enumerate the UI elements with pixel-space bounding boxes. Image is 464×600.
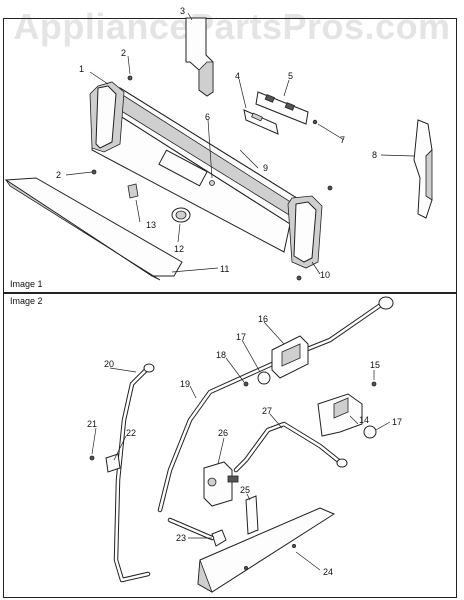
part-17-nut-upper: [257, 371, 271, 385]
callout-16: 16: [258, 314, 268, 324]
part-24-rail: [197, 507, 336, 593]
callout-26: 26: [218, 428, 228, 438]
part-20-tube: [113, 363, 155, 583]
callout-9: 9: [263, 163, 268, 173]
callout-8: 8: [372, 150, 377, 160]
part-9-backguard: [91, 87, 309, 253]
part-5-switch-panel: [255, 91, 309, 125]
part-12-grommet: [171, 207, 191, 223]
callout-25: 25: [240, 485, 250, 495]
callout-14: 14: [359, 415, 369, 425]
gas-tube-manifold: [157, 296, 394, 513]
callout-11: 11: [220, 264, 229, 274]
callout-15: 15: [370, 360, 380, 370]
callout-18: 18: [216, 350, 226, 360]
part-2-screw-lower: [91, 169, 97, 175]
part-13-clip: [127, 183, 139, 199]
part-22-clip: [105, 453, 121, 473]
part-8-bracket: [413, 119, 433, 219]
part-11-trim: [4, 177, 183, 281]
callout-24: 24: [323, 567, 333, 577]
part-15-screw: [371, 381, 377, 387]
panel-image-1-label: Image 1: [10, 279, 43, 289]
callout-13: 13: [146, 220, 156, 230]
callout-2-lower: 2: [56, 170, 61, 180]
callout-2-upper: 2: [121, 48, 126, 58]
part-25-bracket: [245, 495, 259, 535]
callout-7: 7: [340, 135, 345, 145]
callout-10: 10: [320, 270, 330, 280]
callout-12: 12: [174, 244, 184, 254]
callout-17-upper: 17: [236, 332, 246, 342]
part-14-bracket: [317, 393, 363, 437]
part-3-bracket: [185, 17, 214, 97]
part-23-fitting: [167, 517, 227, 547]
part-1-left-endcap: [89, 81, 125, 153]
part-2-screw-upper: [127, 75, 133, 81]
callout-22: 22: [126, 428, 136, 438]
screw-right: [327, 185, 333, 191]
panel-image-2-label: Image 2: [10, 296, 43, 306]
callout-17-lower: 17: [392, 417, 402, 427]
panel-image-2-frame: [3, 293, 457, 598]
part-27-tube: [233, 421, 348, 473]
part-16-bracket: [271, 335, 309, 379]
part-18-screw: [243, 381, 249, 387]
part-10-right-endcap: [287, 195, 323, 281]
watermark-text: AppliancePartsPros.com: [13, 6, 451, 47]
callout-27: 27: [262, 406, 272, 416]
callout-3: 3: [180, 6, 185, 16]
callout-21: 21: [87, 419, 97, 429]
callout-4: 4: [235, 71, 240, 81]
callout-23: 23: [176, 533, 186, 543]
callout-5: 5: [288, 71, 293, 81]
part-4-plate: [243, 109, 279, 135]
callout-20: 20: [104, 359, 114, 369]
part-21-screw: [89, 455, 95, 461]
callout-1: 1: [79, 64, 84, 74]
part-26-valve: [203, 461, 239, 507]
part-7-screw: [312, 119, 318, 125]
panel-image-1-frame: [3, 18, 457, 293]
callout-19: 19: [180, 379, 190, 389]
part-17-nut-lower: [363, 425, 377, 439]
callout-6: 6: [205, 112, 210, 122]
